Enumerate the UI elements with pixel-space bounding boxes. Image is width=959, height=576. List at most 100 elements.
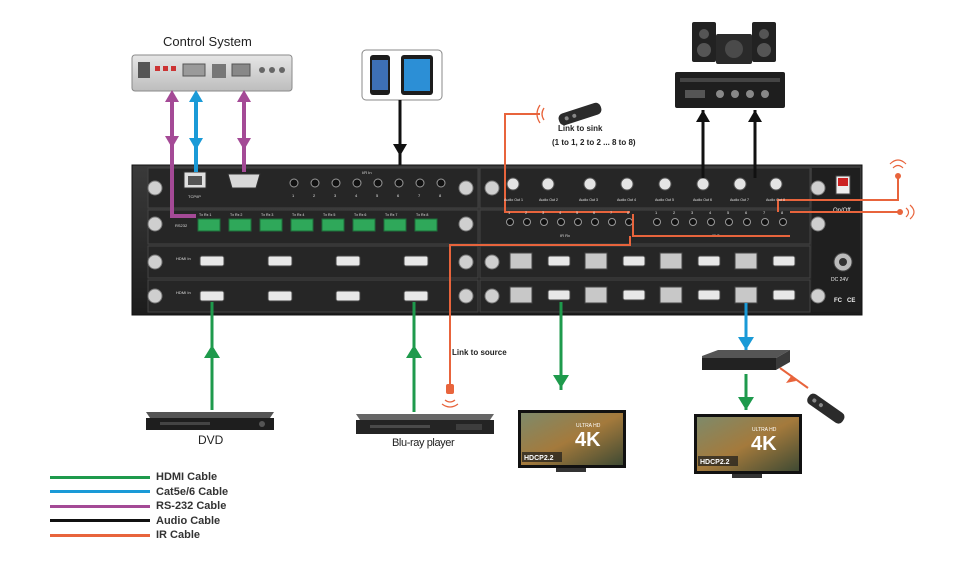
ir-in-label: I/R In xyxy=(362,170,372,175)
tv2-hdcp: HDCP2.2 xyxy=(700,459,730,466)
txrx-label: Tx Rx 1 xyxy=(199,213,211,217)
power-switch xyxy=(835,175,851,195)
audio-out-label: Audio Out 1 xyxy=(504,198,523,202)
ir-rx-label: IR Rx xyxy=(560,233,570,238)
ir-in-number: 4 xyxy=(355,193,358,198)
ir-in-jacks xyxy=(289,178,446,188)
ir-in-number: 5 xyxy=(376,193,379,198)
ir-cable-receiver xyxy=(779,367,809,389)
ir-rx-tx-jacks xyxy=(506,218,787,226)
remote-control-bottom xyxy=(807,393,845,424)
legend-label: Audio Cable xyxy=(156,514,221,527)
legend-item: IR Cable xyxy=(50,528,228,543)
tv1-4k: 4K xyxy=(575,429,601,451)
remote-control-top xyxy=(558,102,602,126)
legend-item: Audio Cable xyxy=(50,514,228,529)
control-system-label: Control System xyxy=(163,34,252,49)
txrx-label: Tx Rx 3 xyxy=(261,213,273,217)
ir-rx-number: 2 xyxy=(525,210,528,215)
legend-item: HDMI Cable xyxy=(50,470,228,485)
ir-rx-number: 7 xyxy=(610,210,613,215)
hdbaset-ports xyxy=(509,252,758,304)
audio-amplifier-speakers xyxy=(675,22,785,108)
bluray-label: Blu-ray player xyxy=(392,437,455,449)
ir-tx-number: 7 xyxy=(763,210,766,215)
ir-in-number: 6 xyxy=(397,193,400,198)
tv-4k-1: ULTRA HD 4K HDCP2.2 xyxy=(518,410,626,472)
legend-label: HDMI Cable xyxy=(156,471,218,484)
hdmi-in-ports xyxy=(199,255,429,302)
txrx-label: Tx Rx 2 xyxy=(230,213,242,217)
ir-tx-number: 5 xyxy=(727,210,730,215)
legend-swatch xyxy=(50,519,150,523)
txrx-label: Tx Rx 5 xyxy=(323,213,335,217)
rs232-label: RS232 xyxy=(175,223,188,228)
ir-rx-number: 3 xyxy=(542,210,545,215)
hdmi-cable-tv1 xyxy=(553,302,569,390)
ir-tx-number: 2 xyxy=(673,210,676,215)
ir-in-number: 1 xyxy=(292,193,295,198)
audio-cables-amp xyxy=(696,110,762,178)
audio-out-label: Audio Out 6 xyxy=(693,198,712,202)
hdmi-cable-tv2 xyxy=(738,374,754,410)
txrx-label: Tx Rx 6 xyxy=(354,213,366,217)
ce-mark: CE xyxy=(847,298,855,304)
ir-rx-number: 1 xyxy=(508,210,511,215)
ir-tx-number: 1 xyxy=(655,210,658,215)
tv-4k-2: ULTRA HD 4K HDCP2.2 xyxy=(694,414,802,478)
audio-out-label-group: Audio Out 1 Audio Out 2 Audio Out 3 Audio O… xyxy=(504,198,785,202)
ir-endpoint-dots xyxy=(446,173,903,394)
legend-swatch xyxy=(50,533,150,537)
legend-swatch xyxy=(50,475,150,479)
ir-tx-number: 6 xyxy=(745,210,748,215)
ir-rx-number: 6 xyxy=(593,210,596,215)
dc-24v-label: DC 24V xyxy=(831,277,849,283)
dc-power-jack xyxy=(833,252,853,272)
ir-cables xyxy=(449,113,900,388)
tv2-4k: 4K xyxy=(751,433,777,455)
ir-in-number: 3 xyxy=(334,193,337,198)
audio-out-label: Audio Out 2 xyxy=(539,198,558,202)
txrx-label: Tx Rx 4 xyxy=(292,213,304,217)
legend-label: RS-232 Cable xyxy=(156,500,227,513)
cat-arrows-control xyxy=(189,90,203,150)
legend-item: Cat5e/6 Cable xyxy=(50,485,228,500)
ir-tx-number: 3 xyxy=(691,210,694,215)
rs232-arrows xyxy=(165,90,251,150)
tv1-hdcp: HDCP2.2 xyxy=(524,455,554,462)
hdbaset-receiver xyxy=(702,350,790,370)
ir-rx-number: 4 xyxy=(559,210,562,215)
txrx-label: Tx Rx 7 xyxy=(385,213,397,217)
txrx-terminals xyxy=(197,218,438,232)
ir-wave-icons xyxy=(441,159,915,408)
txrx-label-group: Tx Rx 1 Tx Rx 2 Tx Rx 3 Tx Rx 4 Tx Rx 5 Tx Rx… xyxy=(199,213,428,217)
tcpip-label: TCP/IP xyxy=(188,194,201,199)
legend-item: RS-232 Cable xyxy=(50,499,228,514)
txrx-label: Tx Rx 8 xyxy=(416,213,428,217)
legend-label: Cat5e/6 Cable xyxy=(156,485,229,498)
ir-tx-number: 8 xyxy=(781,210,784,215)
hdmi-cables-sources xyxy=(204,302,422,412)
ir-rx-number: 8 xyxy=(627,210,630,215)
ir-in-number: 2 xyxy=(313,193,316,198)
ir-rx-number: 5 xyxy=(576,210,579,215)
ir-in-number: 7 xyxy=(418,193,421,198)
link-to-source-label: Link to source xyxy=(452,348,507,357)
dvd-label: DVD xyxy=(198,433,224,447)
audio-out-label: Audio Out 7 xyxy=(730,198,749,202)
control-system-device xyxy=(131,54,293,92)
audio-out-jacks xyxy=(506,177,783,191)
audio-out-label: Audio Out 3 xyxy=(579,198,598,202)
ir-tx-number: 4 xyxy=(709,210,712,215)
bluray-player xyxy=(356,414,494,434)
tv2-ultra-hd: ULTRA HD xyxy=(752,427,777,433)
phone-tablet-source xyxy=(361,49,443,101)
hdmi-in-label-2: HDMI In xyxy=(176,290,191,295)
audio-out-label: Audio Out 8 xyxy=(766,198,785,202)
legend-swatch xyxy=(50,504,150,508)
rs232-port xyxy=(227,173,261,189)
audio-out-label: Audio Out 4 xyxy=(617,198,636,202)
